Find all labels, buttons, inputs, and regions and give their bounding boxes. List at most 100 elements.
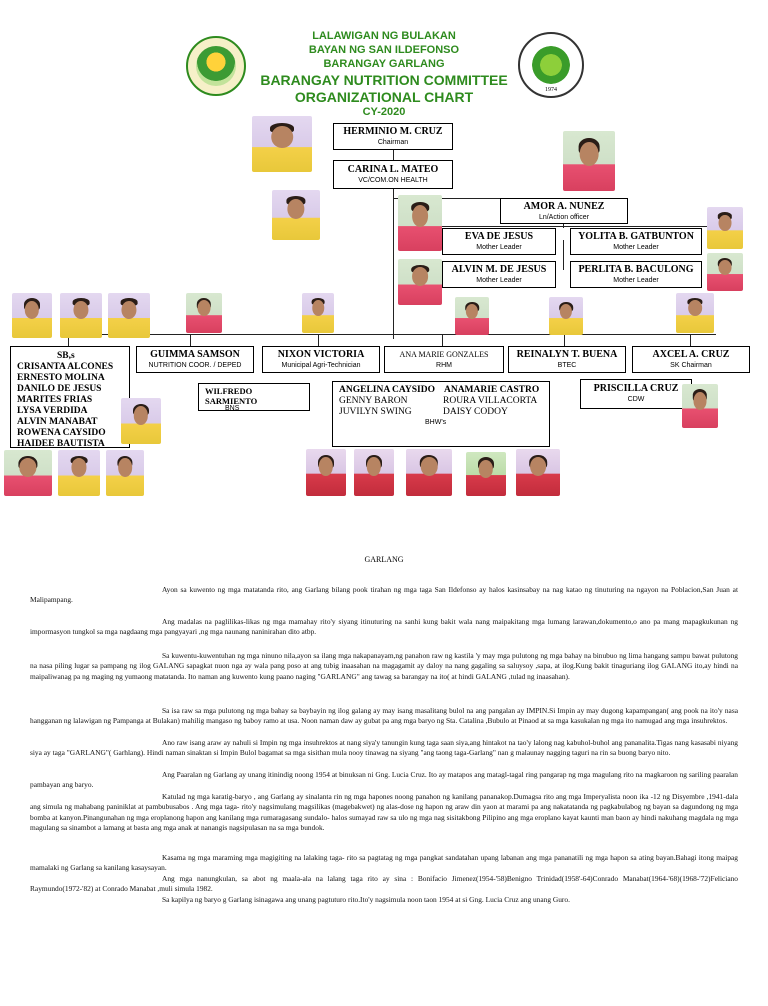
- agri-technician-name: NIXON VICTORIA: [277, 349, 365, 360]
- article-paragraph: Ano raw isang araw ay nahuli si Impin ng…: [30, 738, 738, 758]
- eva-photo: [398, 195, 442, 251]
- bhw-photo: [406, 449, 452, 496]
- nixon-photo: [302, 293, 334, 333]
- alvin-photo: [398, 259, 442, 305]
- province-title: LALAWIGAN NG BULAKAN: [312, 30, 456, 42]
- reinalyn-photo: [549, 297, 583, 335]
- yolita-photo: [707, 207, 743, 249]
- sk-chairman-name: AXCEL A. CRUZ: [652, 349, 730, 360]
- sk-chairman-role: SK Chairman: [670, 362, 712, 369]
- guimma-photo: [186, 293, 222, 333]
- bns-role: BNS: [225, 405, 240, 411]
- sb-title: SB,s: [57, 351, 75, 361]
- sb-photo-7: [106, 450, 144, 496]
- bhw-photo: [354, 449, 394, 496]
- article-paragraph: Sa isa raw sa mga pulutong ng mga bahay …: [30, 706, 738, 726]
- nutrition-coordinator-role: NUTRITION COOR. / DEPED: [148, 362, 242, 369]
- bhw-photo: [516, 449, 560, 496]
- article-paragraph: Ang Paaralan ng Garlang ay unang itinind…: [30, 770, 738, 790]
- bhw-member: ROURA VILLACORTA: [443, 396, 538, 406]
- sb-member: MARITES FRIAS: [17, 395, 93, 405]
- sb-members-box: SB,s CRISANTA ALCONES ERNESTO MOLINA DAN…: [10, 346, 130, 449]
- vice-chair-role: VC/COM.ON HEALTH: [358, 177, 428, 184]
- sb-photo-5: [4, 450, 52, 496]
- sb-photo-2: [60, 293, 102, 338]
- bns-name: WILFREDO SARMIENTO: [205, 386, 258, 406]
- chart-title: ORGANIZATIONAL CHART: [294, 89, 474, 105]
- sb-member: CRISANTA ALCONES: [17, 362, 114, 372]
- sb-photo-4: [121, 398, 161, 444]
- bhw-first-line: ANGELINA CAYSIDO ANAMARIE CASTRO: [339, 385, 540, 395]
- mother-leader-eva-role: Mother Leader: [476, 244, 522, 251]
- sb-member: ALVIN MANABAT: [17, 417, 98, 427]
- municipal-seal-icon: [186, 36, 246, 96]
- perlita-photo: [707, 253, 743, 291]
- mother-leader-eva-box: EVA DE JESUS Mother Leader: [442, 228, 556, 255]
- sb-photo-1: [12, 293, 52, 338]
- sb-member: ROWENA CAYSIDO: [17, 428, 106, 438]
- rhm-name: ANA MARIE GONZALES: [399, 350, 489, 359]
- mother-leader-alvin-role: Mother Leader: [476, 277, 522, 284]
- vice-chair-photo: [272, 190, 320, 240]
- vice-chair-name: CARINA L. MATEO: [347, 164, 439, 175]
- national-nutrition-council-seal-icon: 1974: [518, 32, 584, 98]
- mother-leader-alvin-name: ALVIN M. DE JESUS: [451, 264, 547, 275]
- vice-chair-box: CARINA L. MATEO VC/COM.ON HEALTH: [333, 160, 453, 189]
- article-paragraph: Ang madalas na paglilikas-likas ng mga m…: [30, 617, 738, 637]
- article-paragraph: Ayon sa kuwento ng mga matatanda rito, a…: [30, 585, 738, 605]
- bns-box: WILFREDO SARMIENTO BNS: [198, 383, 310, 411]
- rhm-role: RHM: [436, 362, 452, 369]
- bhw-photo: [466, 452, 506, 496]
- action-officer-role: Ln/Action officer: [538, 214, 590, 221]
- mother-leader-perlita-box: PERLITA B. BACULONG Mother Leader: [570, 261, 702, 288]
- sb-member: ERNESTO MOLINA: [17, 373, 105, 383]
- agri-technician-role: Municipal Agri-Technician: [281, 362, 361, 369]
- ana-photo: [455, 297, 489, 335]
- rhm-box: ANA MARIE GONZALES RHM: [384, 346, 504, 373]
- priscilla-photo: [682, 384, 718, 428]
- barangay-title: BARANGAY GARLANG: [323, 58, 445, 70]
- chairman-name: HERMINIO M. CRUZ: [343, 126, 443, 137]
- bhw-member: GENNY BARON: [339, 396, 408, 406]
- mother-leader-yolita-box: YOLITA B. GATBUNTON Mother Leader: [570, 228, 702, 255]
- btec-name: REINALYN T. BUENA: [516, 349, 618, 360]
- article-paragraph: Katulad ng mga karatig-baryo , ang Garla…: [30, 792, 738, 833]
- bhw-role: BHW's: [425, 419, 447, 426]
- amor-photo: [563, 131, 615, 191]
- mother-leader-eva-name: EVA DE JESUS: [464, 231, 534, 242]
- chairman-box: HERMINIO M. CRUZ Chairman: [333, 123, 453, 150]
- article-paragraph: Sa kuwentu-kuwentuhan ng mga ninuno nila…: [30, 651, 738, 681]
- action-officer-name: AMOR A. NUNEZ: [523, 201, 605, 212]
- cdw-role: CDW: [627, 396, 645, 403]
- mother-leader-perlita-name: PERLITA B. BACULONG: [578, 264, 694, 275]
- bhw-box: ANGELINA CAYSIDO ANAMARIE CASTRO GENNY B…: [332, 381, 550, 447]
- article-paragraph: Sa kapilya ng baryo g Garlang isinagawa …: [162, 895, 570, 904]
- mother-leader-alvin-box: ALVIN M. DE JESUS Mother Leader: [442, 261, 556, 288]
- mother-leader-yolita-name: YOLITA B. GATBUNTON: [578, 231, 694, 242]
- chairman-role: Chairman: [377, 139, 409, 146]
- chairman-photo: [252, 116, 312, 172]
- bhw-member: DAISY CODOY: [443, 407, 508, 417]
- btec-box: REINALYN T. BUENA BTEC: [508, 346, 626, 373]
- sb-photo-3: [108, 293, 150, 338]
- sk-chairman-box: AXCEL A. CRUZ SK Chairman: [632, 346, 750, 373]
- bhw-member: JUVILYN SWING: [339, 407, 412, 417]
- sb-member: LYSA VERDIDA: [17, 406, 88, 416]
- axcel-photo: [676, 293, 714, 333]
- nutrition-coordinator-box: GUIMMA SAMSON NUTRITION COOR. / DEPED: [136, 346, 254, 373]
- sb-photo-6: [58, 450, 100, 496]
- mother-leader-perlita-role: Mother Leader: [613, 277, 659, 284]
- action-officer-box: AMOR A. NUNEZ Ln/Action officer: [500, 198, 628, 224]
- sb-member: DANILO DE JESUS: [17, 384, 102, 394]
- article-paragraph: Ang mga nanungkulan, sa abot ng maala-al…: [30, 874, 738, 894]
- agri-technician-box: NIXON VICTORIA Municipal Agri-Technician: [262, 346, 380, 373]
- year-label: CY-2020: [362, 106, 406, 118]
- nutrition-coordinator-name: GUIMMA SAMSON: [150, 349, 240, 360]
- municipality-title: BAYAN NG SAN ILDEFONSO: [308, 44, 460, 56]
- bhw-photo: [306, 449, 346, 496]
- cdw-name: PRISCILLA CRUZ: [593, 383, 679, 394]
- sb-member: HAIDEE BAUTISTA: [17, 439, 105, 449]
- seal-year: 1974: [545, 87, 557, 93]
- cdw-box: PRISCILLA CRUZ CDW: [580, 379, 692, 409]
- btec-role: BTEC: [557, 362, 577, 369]
